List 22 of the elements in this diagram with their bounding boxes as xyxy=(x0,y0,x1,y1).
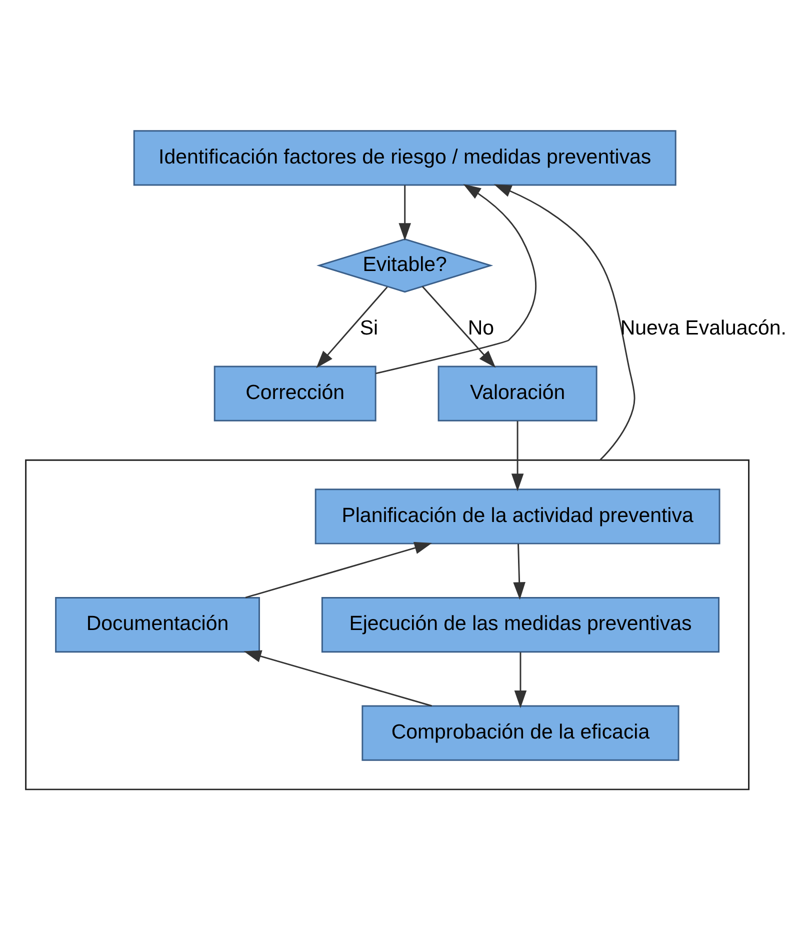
arrow xyxy=(316,286,388,368)
node-box: Documentación xyxy=(55,596,260,652)
node-box: Corrección xyxy=(214,365,376,421)
arrow xyxy=(398,184,411,240)
arrow xyxy=(511,420,524,491)
arrow xyxy=(494,184,636,460)
node-box: Planificación de la actividad preventiva xyxy=(314,488,720,544)
arrow xyxy=(245,542,432,598)
edge-label: Si xyxy=(360,316,378,340)
node-box: Identificación factores de riesgo / medidas preventivas xyxy=(133,130,676,186)
arrow xyxy=(376,184,537,374)
arrow xyxy=(422,286,496,368)
edge-label: No xyxy=(468,316,494,340)
node-box: Ejecución de las medidas preventivas xyxy=(321,596,720,652)
edge-label: Nueva Evaluacón. xyxy=(620,316,786,340)
arrow xyxy=(514,652,527,708)
cluster xyxy=(25,458,750,790)
arrow xyxy=(244,650,432,706)
node-box: Valoración xyxy=(438,365,598,421)
arrow xyxy=(513,543,526,600)
node-box: Comprobación de la eficacia xyxy=(362,704,680,760)
node-diamond: Evitable? xyxy=(316,238,494,292)
